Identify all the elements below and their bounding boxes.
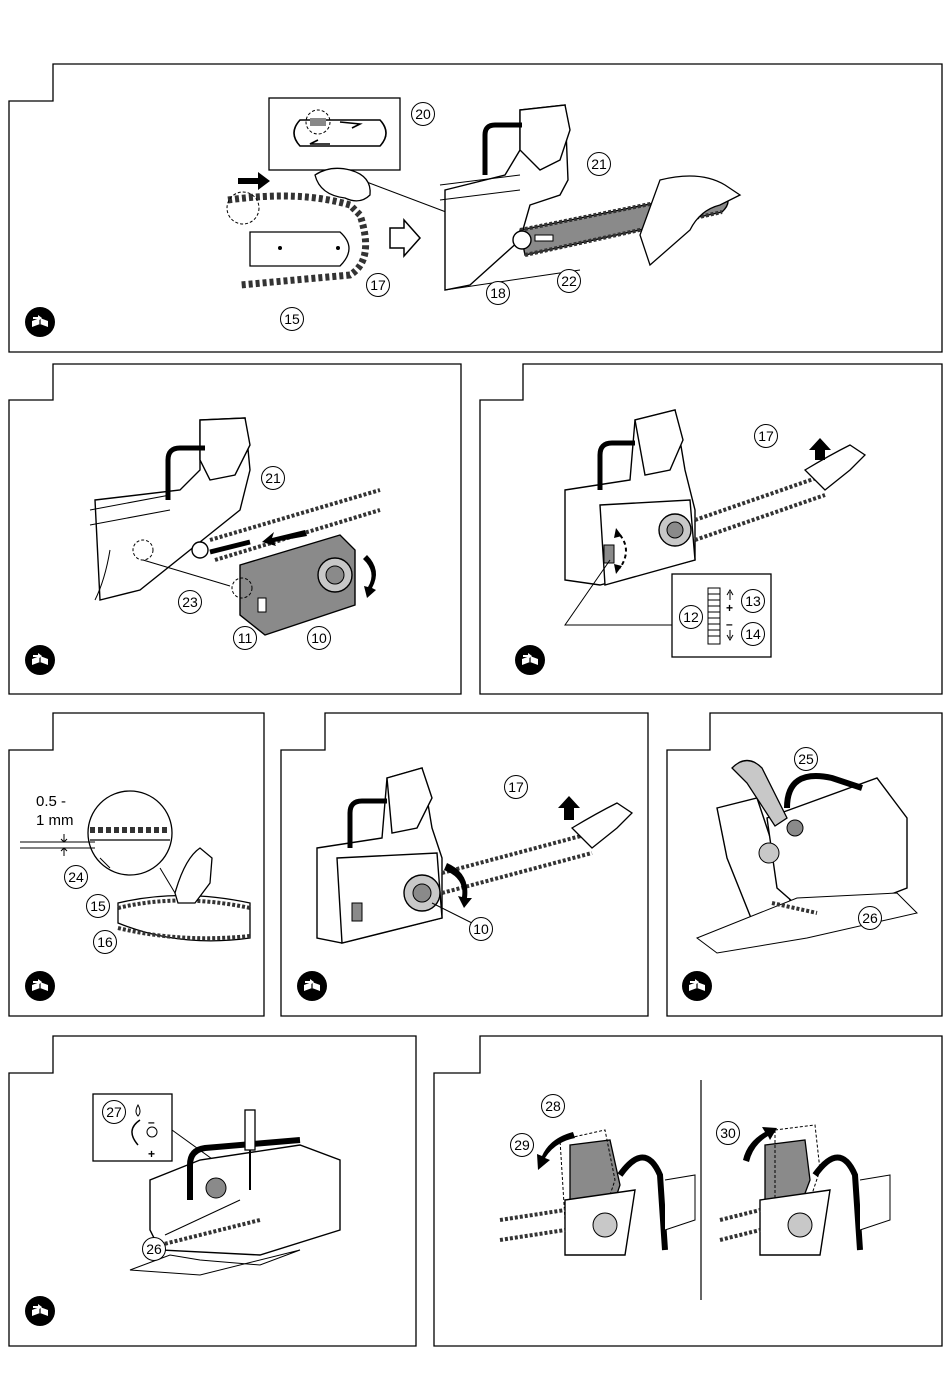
callout-26: 26 — [858, 906, 882, 930]
illustration-sprocket-cover — [0, 360, 470, 700]
callout-30: 30 — [716, 1121, 740, 1145]
illustration-chain-fitting — [0, 0, 950, 360]
callout-21: 21 — [587, 152, 611, 176]
callout-10: 10 — [469, 917, 493, 941]
callout-15: 15 — [86, 894, 110, 918]
illustration-chain-brake — [425, 1030, 950, 1350]
callout-13: 13 — [741, 589, 765, 613]
callout-17: 17 — [366, 273, 390, 297]
callout-21: 21 — [261, 466, 285, 490]
manual-book-icon — [25, 645, 55, 675]
step-panel-chain-fitting: 20 21 17 18 22 15 — [0, 0, 950, 360]
oil-plus-sign: + — [148, 1148, 155, 1160]
callout-12: 12 — [679, 605, 703, 629]
tension-plus-sign: + — [726, 602, 733, 614]
direction-inset — [269, 98, 400, 170]
callout-18: 18 — [486, 281, 510, 305]
callout-11: 11 — [233, 626, 257, 650]
callout-28: 28 — [541, 1094, 565, 1118]
tension-minus-sign: – — [726, 618, 733, 630]
callout-20: 20 — [411, 102, 435, 126]
callout-22: 22 — [557, 269, 581, 293]
callout-17: 17 — [504, 775, 528, 799]
step-panel-oil-filling: 25 26 — [657, 708, 950, 1024]
callout-10: 10 — [307, 626, 331, 650]
callout-15: 15 — [280, 307, 304, 331]
oil-minus-sign: – — [148, 1116, 155, 1128]
manual-book-icon — [25, 971, 55, 1001]
illustration-oil-flow-adjust — [0, 1030, 425, 1350]
step-panel-oil-flow-adjust: – + 27 26 — [0, 1030, 425, 1350]
manual-book-icon — [515, 645, 545, 675]
manual-book-icon — [297, 971, 327, 1001]
callout-25: 25 — [794, 747, 818, 771]
callout-17: 17 — [754, 424, 778, 448]
manual-book-icon — [25, 1296, 55, 1326]
callout-29: 29 — [510, 1133, 534, 1157]
step-panel-sprocket-cover: 21 23 11 10 — [0, 360, 470, 700]
step-panel-chain-sag: 0.5 - 1 mm 24 15 16 — [0, 708, 272, 1024]
callout-24: 24 — [64, 865, 88, 889]
step-panel-tighten-knob: 17 10 — [272, 708, 657, 1024]
step-panel-chain-tension: + + – 17 12 13 14 — [470, 360, 950, 700]
callout-16: 16 — [93, 930, 117, 954]
step-panel-chain-brake: 28 29 30 — [425, 1030, 950, 1350]
manual-book-icon — [682, 971, 712, 1001]
illustration-tighten-knob — [272, 708, 657, 1024]
callout-23: 23 — [178, 590, 202, 614]
callout-14: 14 — [741, 622, 765, 646]
gap-measurement-label: 0.5 - 1 mm — [36, 792, 74, 830]
callout-27: 27 — [102, 1100, 126, 1124]
manual-book-icon — [25, 307, 55, 337]
callout-26: 26 — [142, 1237, 166, 1261]
